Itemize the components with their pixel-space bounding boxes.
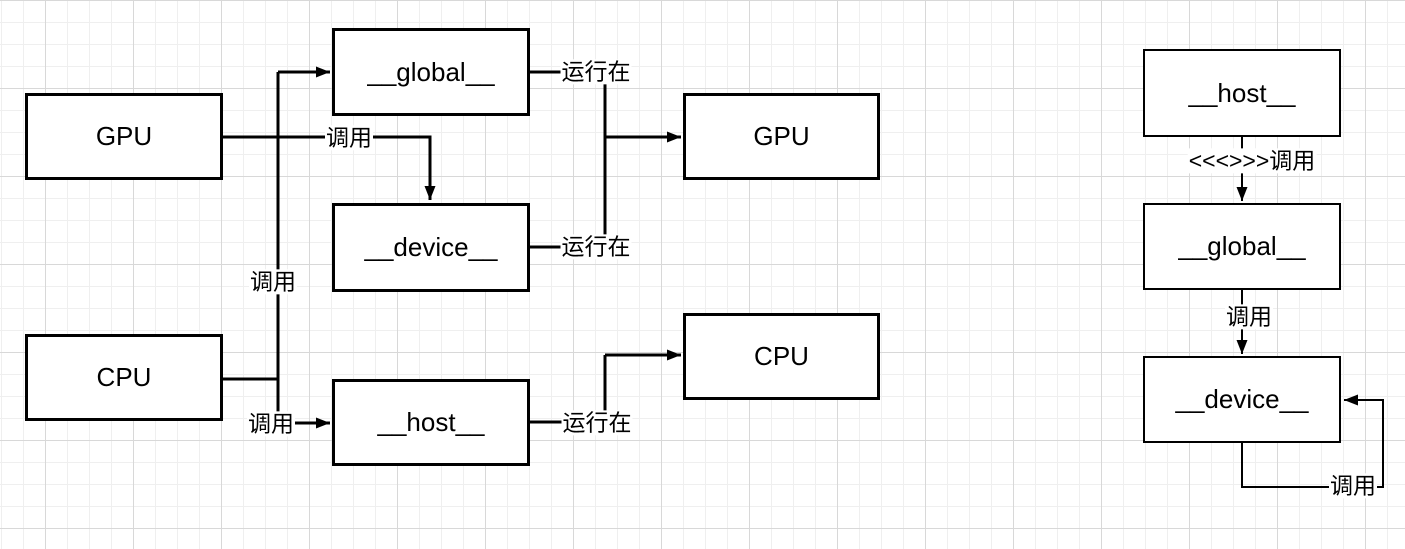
node-right-global-fn[interactable]: __global__ — [1143, 203, 1341, 290]
node-gpu-target[interactable]: GPU — [683, 93, 880, 180]
node-cpu-target[interactable]: CPU — [683, 313, 880, 400]
node-device-fn[interactable]: __device__ — [332, 203, 530, 292]
edge-device-self-loop[interactable] — [1241, 394, 1384, 488]
edge-gpu-calls-device[interactable] — [222, 135, 436, 200]
node-device-fn-label: __device__ — [364, 232, 498, 262]
node-host-fn[interactable]: __host__ — [332, 379, 530, 466]
edge-label-global-runs-on[interactable]: 运行在 — [560, 58, 632, 85]
node-cpu-caller[interactable]: CPU — [25, 334, 223, 421]
node-gpu-target-label: GPU — [753, 121, 810, 151]
edge-label-cpu-calls-global[interactable]: 调用 — [249, 268, 297, 295]
node-right-host-fn-label: __host__ — [1188, 77, 1296, 108]
node-gpu-caller-label: GPU — [95, 121, 153, 151]
edge-label-global-calls-device[interactable]: 调用 — [1225, 303, 1273, 330]
edge-label-device-runs-on[interactable]: 运行在 — [560, 233, 632, 260]
node-global-fn[interactable]: __global__ — [332, 28, 530, 116]
node-right-host-fn[interactable]: __host__ — [1143, 49, 1341, 137]
node-cpu-target-label: CPU — [754, 341, 809, 371]
node-host-fn-label: __host__ — [377, 407, 485, 437]
node-global-fn-label: __global__ — [367, 56, 495, 87]
edge-label-cpu-calls-host[interactable]: 调用 — [247, 410, 295, 437]
node-right-device-fn[interactable]: __device__ — [1143, 356, 1341, 443]
edge-label-device-calls-self[interactable]: 调用 — [1329, 472, 1377, 499]
node-cpu-caller-label: CPU — [96, 362, 152, 392]
edge-label-host-runs-on[interactable]: 运行在 — [561, 409, 633, 436]
edge-label-gpu-calls-device[interactable]: 调用 — [325, 124, 373, 151]
edge-label-host-calls-global[interactable]: <<<>>>调用 — [1187, 147, 1317, 174]
node-right-device-fn-label: __device__ — [1175, 384, 1309, 414]
node-right-global-fn-label: __global__ — [1178, 231, 1306, 261]
node-gpu-caller[interactable]: GPU — [25, 93, 223, 180]
